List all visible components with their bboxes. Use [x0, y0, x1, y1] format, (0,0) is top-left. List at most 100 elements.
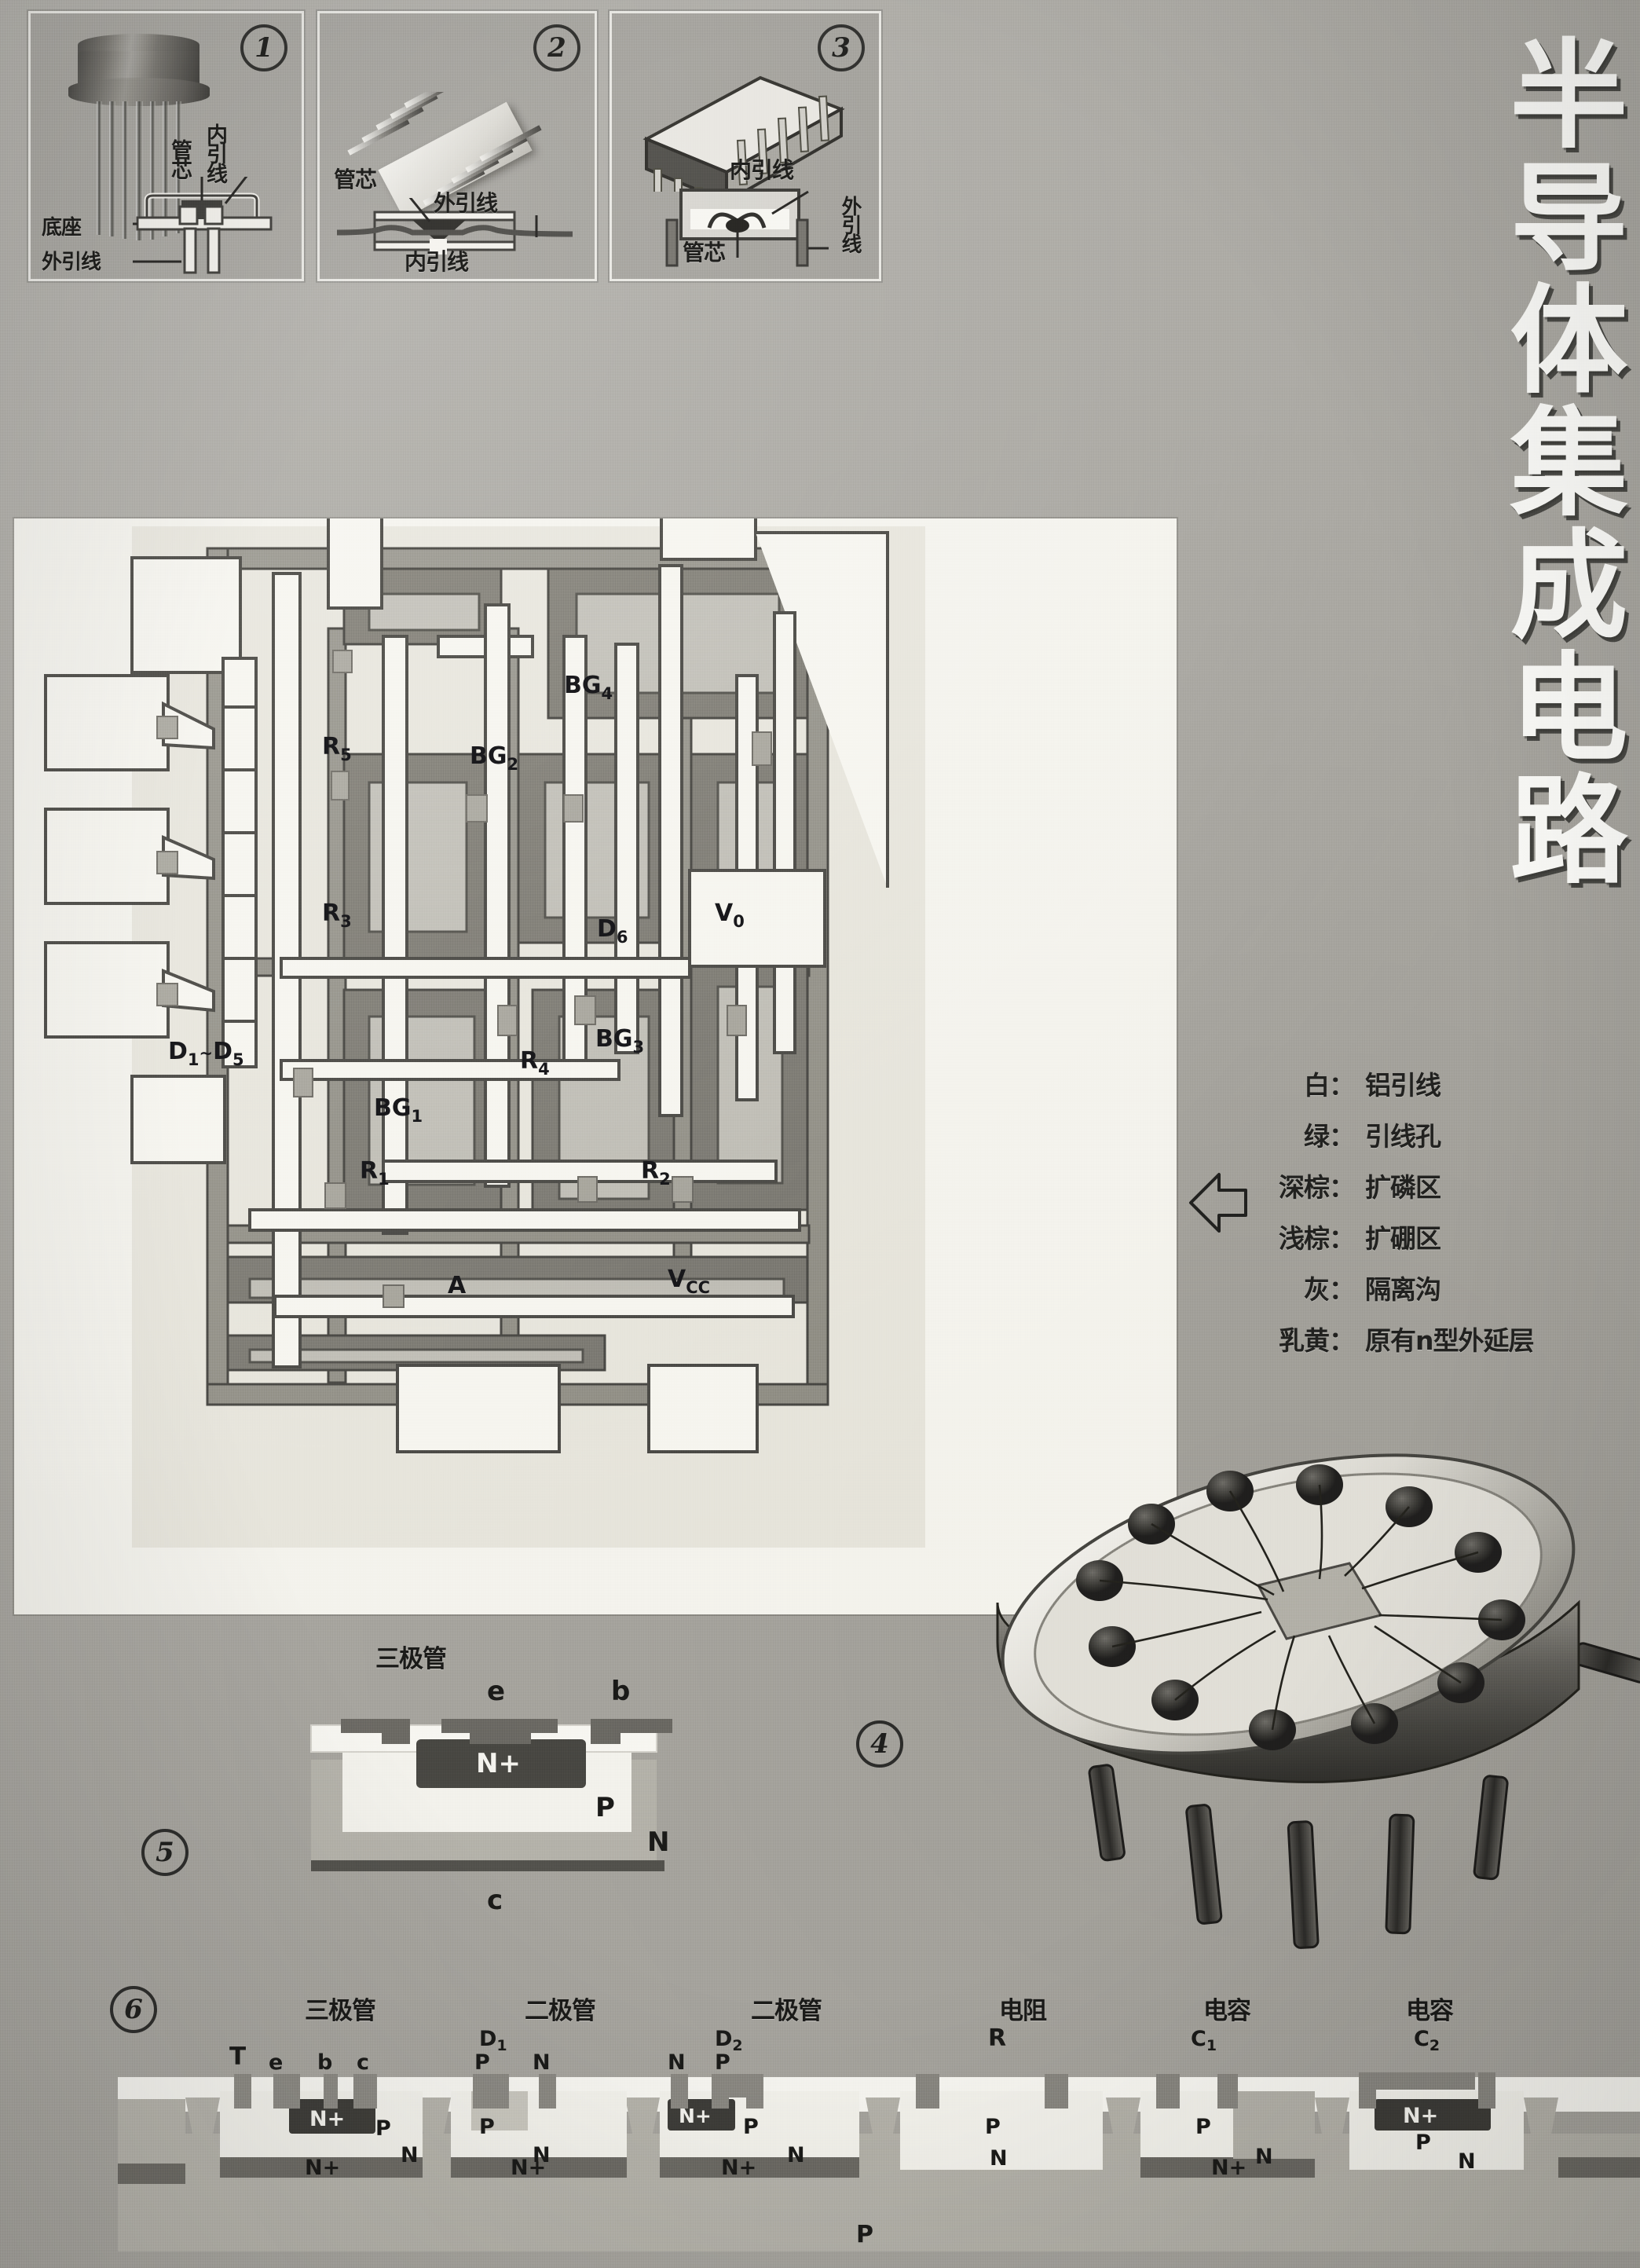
svg-text:N: N [787, 2143, 805, 2167]
transistor-cross-section-5: 5 三极管 N+ e b P N c [141, 1645, 723, 1964]
panel1-label-die: 管芯 [167, 139, 192, 178]
to-can-lead [176, 101, 181, 233]
xsec5-label-n: N [647, 1826, 669, 1858]
xsec6-title-resistor: 电阻 [999, 1997, 1047, 2025]
panel-dip-package: 3 [610, 11, 881, 281]
svg-text:P: P [743, 2115, 759, 2139]
svg-text:P: P [375, 2116, 391, 2141]
legend-pointer-arrow-icon [1188, 1167, 1249, 1239]
legend-key: 乳黄： [1279, 1325, 1355, 1356]
svg-text:N: N [990, 2146, 1008, 2171]
legend-value: 隔离沟 [1365, 1274, 1441, 1305]
panel3-label-die: 管芯 [683, 240, 726, 266]
xsec6-substrate-label: P [856, 2221, 873, 2248]
dip-cross-section [654, 182, 843, 277]
svg-text:N: N [668, 2050, 686, 2075]
to-can-lead [163, 101, 169, 236]
legend-key: 灰： [1304, 1274, 1355, 1305]
legend-row: 灰： 隔离沟 [1225, 1269, 1618, 1306]
color-legend: 白： 铝引线 绿： 引线孔 深棕： 扩磷区 浅棕： 扩硼区 灰： 隔离沟 乳黄：… [1225, 1064, 1618, 1371]
xsec5-title: 三极管 [375, 1645, 447, 1673]
legend-key: 深棕： [1279, 1172, 1355, 1203]
panel3-label-inner-lead: 内引线 [730, 157, 794, 183]
svg-text:R2: R2 [641, 1157, 671, 1189]
svg-text:N+: N+ [721, 2156, 756, 2180]
svg-text:P: P [479, 2115, 495, 2139]
to-can-lead [150, 101, 156, 240]
xsec5-label-e: e [487, 1676, 505, 1707]
panel-number-3: 3 [818, 24, 865, 71]
svg-text:e: e [269, 2050, 283, 2075]
to-can-lead [97, 101, 102, 235]
svg-text:R: R [988, 2024, 1006, 2052]
svg-text:A: A [448, 1272, 467, 1299]
legend-value: 扩磷区 [1365, 1172, 1441, 1203]
legend-row: 绿： 引线孔 [1225, 1116, 1618, 1153]
xsec5-label-b: b [611, 1676, 630, 1707]
svg-text:N+: N+ [511, 2156, 546, 2180]
legend-key: 浅棕： [1279, 1223, 1355, 1254]
svg-text:N+: N+ [476, 1748, 521, 1779]
svg-text:N: N [1255, 2145, 1273, 2169]
to-can-lead [136, 101, 143, 240]
svg-text:N+: N+ [305, 2156, 340, 2180]
xsec5-number: 5 [141, 1829, 189, 1876]
xsec6-title-transistor: 三极管 [305, 1997, 376, 2025]
svg-text:N+: N+ [1403, 2104, 1438, 2128]
xsec6-number: 6 [110, 1986, 157, 2033]
legend-key: 白： [1304, 1070, 1355, 1101]
panel-flat-pack-package: 2 [317, 11, 597, 281]
to-can-lead [123, 101, 128, 239]
panel1-label-inner-lead: 内引线 [203, 123, 227, 182]
flat-pack-cross-section [337, 198, 573, 273]
photo-number-4: 4 [856, 1720, 903, 1768]
svg-text:N: N [401, 2143, 419, 2167]
legend-value: 扩硼区 [1365, 1223, 1441, 1254]
xsec5-label-p: P [595, 1792, 615, 1823]
legend-value: 原有n型外延层 [1365, 1325, 1535, 1356]
xsec6-title-capacitor-1: 电容 [1203, 1997, 1251, 2025]
svg-text:P: P [1195, 2115, 1211, 2139]
svg-text:R4: R4 [520, 1047, 550, 1079]
dip-photo [623, 54, 866, 209]
to-can-lead [109, 101, 115, 236]
panel-number-2: 2 [533, 24, 580, 71]
panel2-label-inner-lead: 内引线 [405, 249, 469, 275]
svg-text:c: c [357, 2050, 369, 2075]
page-title: 半导体集成电路 [1490, 33, 1627, 891]
svg-text:b: b [317, 2050, 332, 2075]
panel-number-1: 1 [240, 24, 287, 71]
to-can-cross-section [133, 177, 294, 277]
legend-row: 浅棕： 扩硼区 [1225, 1218, 1618, 1255]
svg-text:P: P [985, 2115, 1001, 2139]
legend-key: 绿： [1304, 1121, 1355, 1152]
panel2-label-die: 管芯 [334, 167, 377, 192]
xsec6-title-diode-1: 二极管 [525, 1997, 596, 2025]
svg-text:N: N [533, 2050, 551, 2075]
legend-value: 引线孔 [1365, 1121, 1441, 1152]
svg-text:N: N [533, 2143, 551, 2167]
svg-text:P: P [1415, 2131, 1431, 2155]
svg-text:N+: N+ [309, 2107, 345, 2131]
panel1-label-base: 底座 [42, 216, 82, 240]
xsec5-label-c: c [487, 1885, 503, 1916]
legend-value: 铝引线 [1365, 1070, 1441, 1101]
ic-mask-layout-diagram: .al { fill:#f6f5ef; stroke:#4d4c48; stro… [14, 518, 1177, 1614]
panel3-label-outer-lead: 外引线 [838, 196, 862, 252]
svg-text:C2: C2 [1414, 2027, 1440, 2054]
photo-transistor-header-with-die: 4 [856, 1406, 1640, 1956]
legend-row: 乳黄： 原有n型外延层 [1225, 1320, 1618, 1358]
svg-text:P: P [474, 2050, 490, 2075]
svg-text:N: N [1458, 2149, 1476, 2174]
legend-row: 白： 铝引线 [1225, 1064, 1618, 1102]
legend-row: 深棕： 扩磷区 [1225, 1167, 1618, 1204]
svg-text:N+: N+ [1211, 2156, 1246, 2180]
svg-text:C1: C1 [1191, 2027, 1217, 2054]
svg-text:P: P [715, 2050, 730, 2075]
panel2-label-outer-lead: 外引线 [434, 190, 498, 216]
panel1-label-outer-lead: 外引线 [42, 251, 101, 274]
integrated-devices-cross-section-6: 6 三极管 二极管 二极管 电阻 电容 电容 [110, 1980, 1640, 2268]
panel-to-can-package: 1 [28, 11, 304, 281]
svg-text:T: T [229, 2043, 246, 2071]
